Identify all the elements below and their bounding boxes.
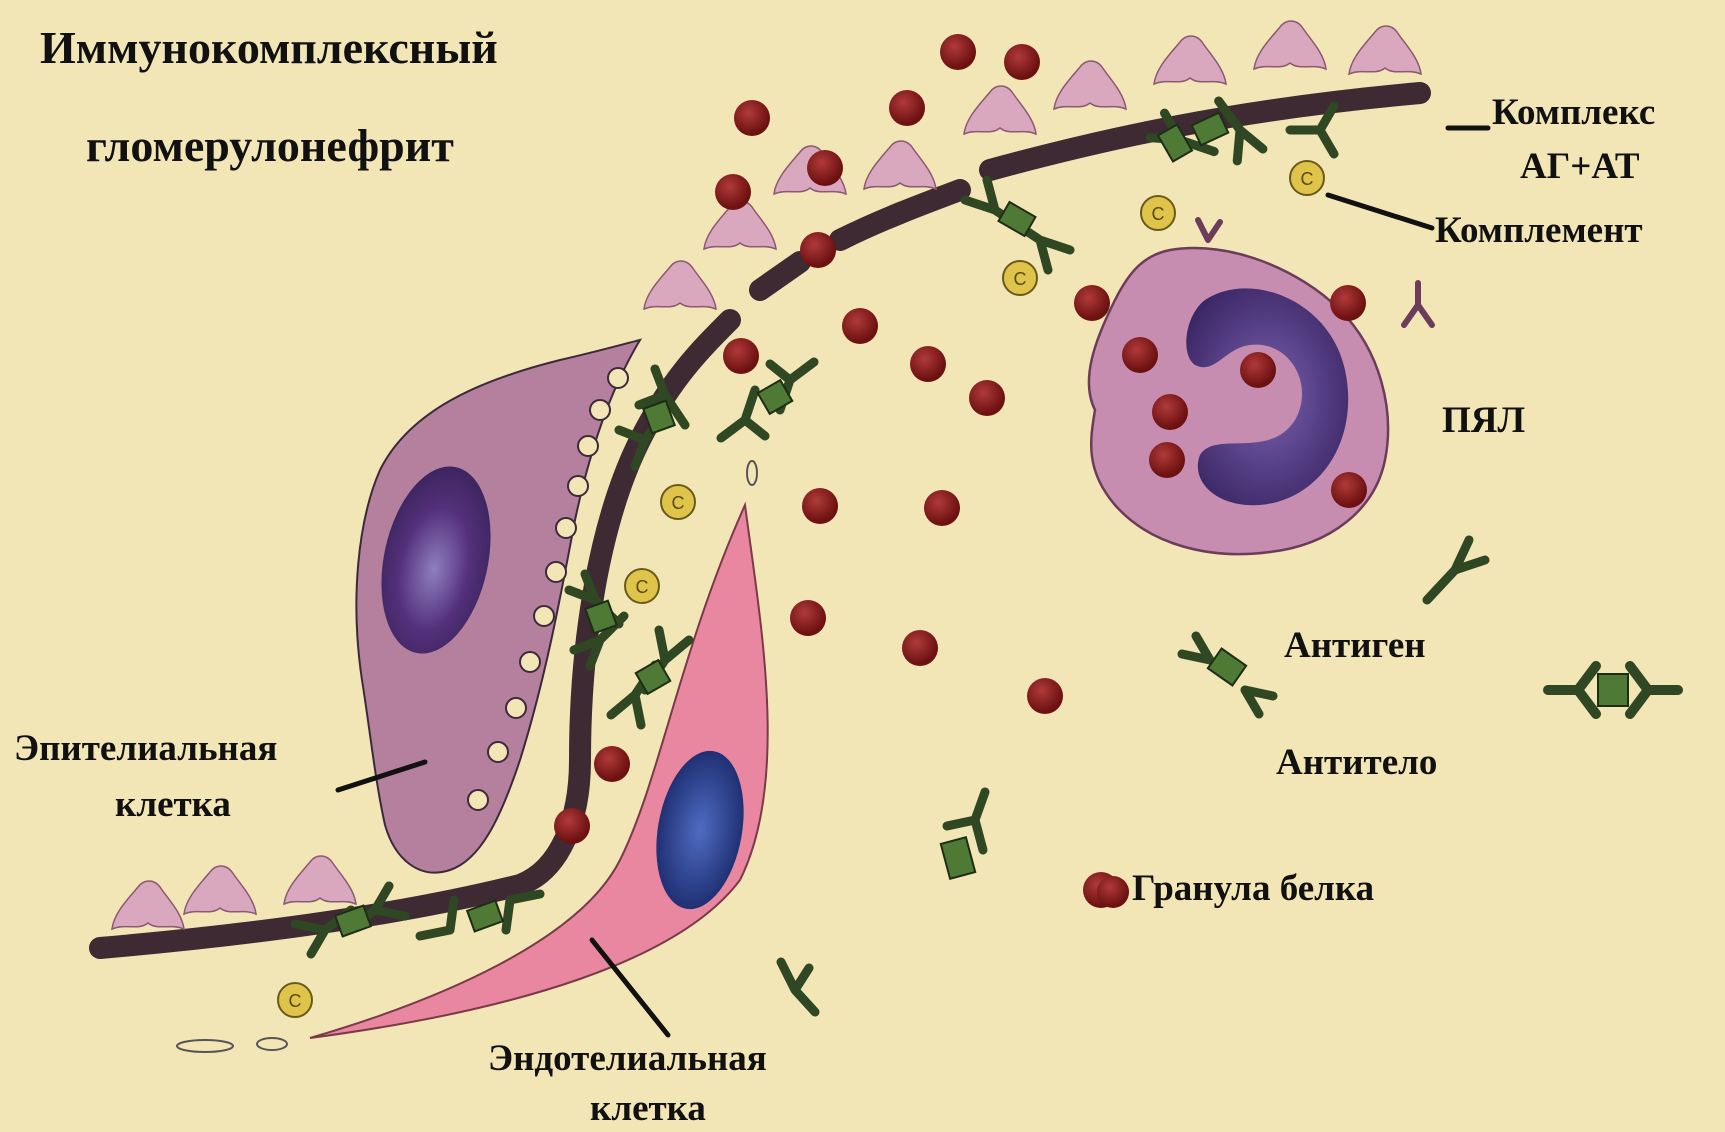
label-antibody: Антитело — [1276, 742, 1437, 784]
label-endothelial-line-1: Эндотелиальная — [488, 1038, 767, 1080]
svg-text:C: C — [636, 577, 649, 597]
title-line-1: Иммунокомплексный — [40, 22, 498, 74]
label-complex-line-2: АГ+АТ — [1520, 146, 1640, 188]
svg-text:C: C — [672, 493, 685, 513]
complement-icon: C — [625, 569, 659, 603]
label-complex-line-1: Комплекс — [1492, 92, 1655, 134]
legend-complex-icon — [1548, 666, 1678, 714]
label-antigen: Антиген — [1284, 625, 1426, 667]
complement-icon: C — [1141, 196, 1175, 230]
pointer-complement — [1328, 195, 1432, 228]
label-epithelial-line-2: клетка — [115, 784, 231, 826]
label-protein-granule: Гранула белка — [1132, 868, 1374, 910]
legend-granule-icon — [1097, 876, 1129, 908]
free-antigen-small — [941, 837, 975, 879]
pmn-receptor — [1404, 283, 1432, 325]
label-endothelial-line-2: клетка — [590, 1088, 706, 1130]
svg-text:C: C — [289, 991, 302, 1011]
svg-text:C: C — [1014, 269, 1027, 289]
complement-icon: C — [1003, 261, 1037, 295]
complement-icon: C — [1290, 161, 1324, 195]
svg-text:C: C — [1301, 169, 1314, 189]
complement-icon: C — [661, 485, 695, 519]
antibody-icon — [1427, 540, 1485, 600]
label-pmn: ПЯЛ — [1442, 400, 1525, 442]
label-epithelial-line-1: Эпителиальная — [14, 728, 277, 770]
antibody-icon — [781, 962, 815, 1012]
svg-text:C: C — [1152, 204, 1165, 224]
label-complement: Комплемент — [1435, 210, 1643, 252]
pmn-receptor-top — [1198, 220, 1220, 240]
legend-antigen-antibody-pair — [1182, 636, 1273, 714]
complement-icon: C — [278, 983, 312, 1017]
title-line-2: гломерулонефрит — [86, 120, 454, 172]
